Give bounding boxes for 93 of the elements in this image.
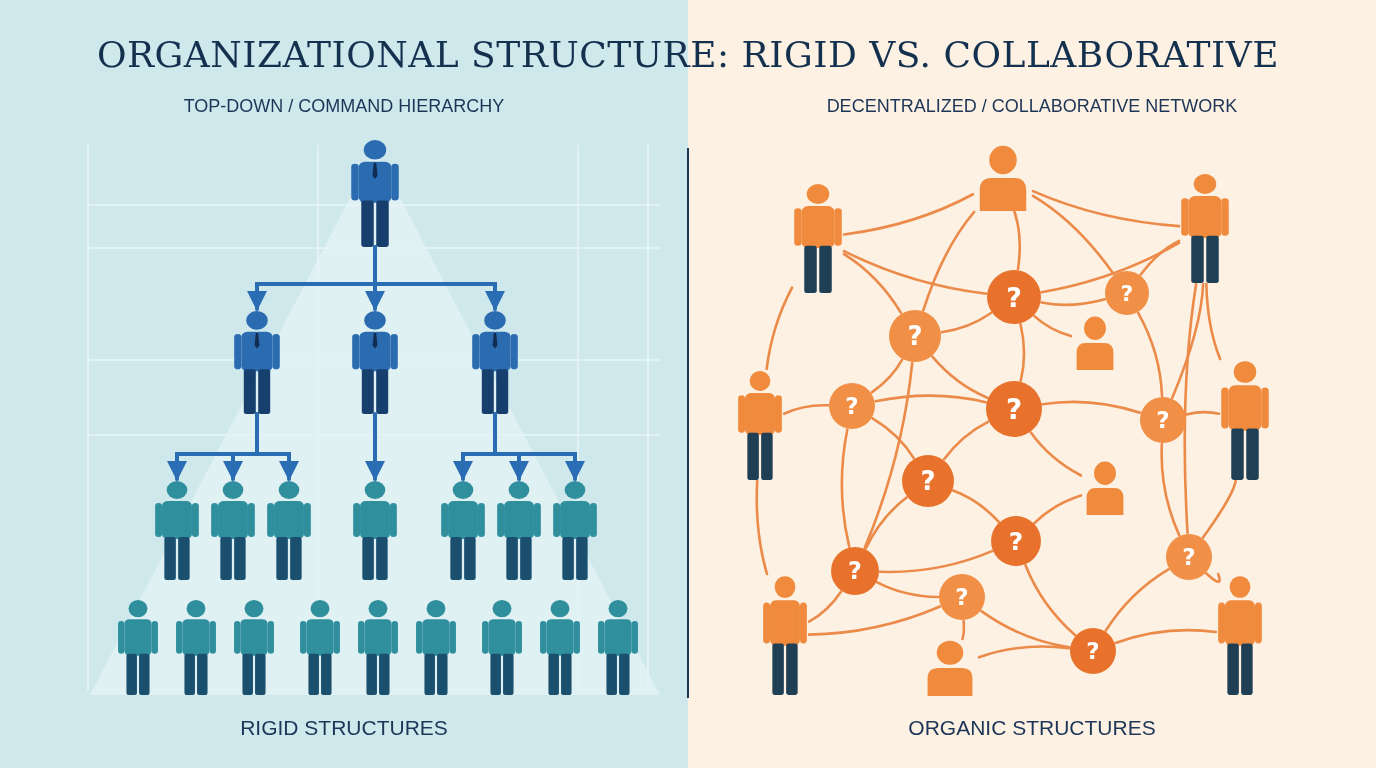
panel-heading: TOP-DOWN / COMMAND HIERARCHY	[183, 96, 505, 116]
title: ORGANIZATIONAL STRUCTURE: RIGID VS. COLLABORATIVE	[96, 34, 1280, 75]
panel-footer: ORGANIC STRUCTURES	[908, 716, 1156, 739]
connector-line	[1031, 189, 1181, 228]
connector-line	[782, 403, 830, 416]
connector-line	[961, 619, 966, 641]
connector-line	[807, 605, 942, 636]
arrow	[255, 412, 299, 481]
question-circle: ?	[889, 310, 941, 362]
connector-line	[1031, 194, 1116, 276]
person-icon	[762, 575, 808, 695]
person-icon	[471, 310, 519, 414]
connector-line	[1205, 572, 1221, 584]
person-icon	[1180, 173, 1230, 283]
connector-line	[1040, 297, 1107, 307]
person-icon	[415, 599, 457, 695]
arrow	[493, 412, 585, 481]
connector-line	[1024, 563, 1077, 637]
person-icon	[154, 480, 200, 580]
person-icon	[351, 310, 399, 414]
connector-line	[1040, 241, 1181, 294]
connector-line	[874, 394, 988, 404]
person-icon	[1220, 360, 1270, 480]
question-circle: ?	[987, 270, 1041, 324]
connector-line	[980, 609, 1071, 649]
connector-line	[922, 210, 976, 312]
connector-line	[765, 286, 794, 371]
connector-line	[1205, 282, 1222, 361]
connector-line	[1201, 479, 1237, 539]
question-circle: ?	[902, 455, 954, 507]
connector-line	[871, 417, 916, 460]
connector-line	[842, 192, 975, 236]
person-icon	[233, 310, 281, 414]
person-icon	[357, 599, 399, 695]
connector-line	[870, 358, 904, 394]
person-icon	[350, 139, 400, 247]
person-icon	[233, 599, 275, 695]
arrow	[365, 412, 385, 481]
person-icon	[1217, 575, 1263, 695]
connector-line	[951, 489, 1000, 524]
person-icon	[266, 480, 312, 580]
connector-line	[940, 311, 993, 334]
person-icon	[481, 599, 523, 695]
person-icon	[793, 183, 843, 293]
connector-line	[875, 581, 940, 599]
question-circle: ?	[939, 574, 985, 620]
connector-line	[863, 361, 914, 550]
person-icon	[117, 599, 159, 695]
connector-line	[807, 590, 843, 624]
person-icon	[496, 480, 542, 580]
connector-line	[1136, 311, 1164, 398]
connector-line	[842, 252, 903, 315]
connector-line	[842, 249, 988, 295]
connector-line	[1041, 400, 1142, 414]
connector-line	[942, 420, 990, 461]
person-icon	[552, 480, 598, 580]
panel-heading: DECENTRALIZED / COLLABORATIVE NETWORK	[826, 96, 1238, 116]
connector-line	[1013, 210, 1022, 271]
connector-line	[1170, 282, 1205, 400]
question-circle: ?	[1140, 397, 1186, 443]
panel-footer: RIGID STRUCTURES	[240, 716, 448, 739]
person-icon	[539, 599, 581, 695]
person-icon	[737, 370, 783, 480]
person-icon	[175, 599, 217, 695]
connector-line	[1033, 494, 1083, 525]
connector-line	[878, 549, 994, 574]
connector-line	[977, 645, 1071, 659]
connector-line	[755, 479, 769, 576]
question-circle: ?	[991, 516, 1041, 566]
question-circle: ?	[1070, 628, 1116, 674]
person-icon	[352, 480, 398, 580]
question-circle: ?	[831, 547, 879, 595]
question-circle: ?	[1166, 534, 1212, 580]
question-circle: ?	[986, 381, 1042, 437]
person-icon	[597, 599, 639, 695]
connector-line	[840, 428, 851, 548]
arrow	[373, 245, 505, 311]
connector-line	[1185, 410, 1221, 416]
connector-line	[1114, 628, 1218, 645]
connector-line	[931, 355, 989, 399]
connector-line	[1160, 442, 1181, 537]
connector-line	[1033, 314, 1073, 338]
connector-line	[1104, 568, 1170, 632]
person-icon	[440, 480, 486, 580]
connector-line	[864, 496, 908, 550]
person-icon	[210, 480, 256, 580]
connector-line	[1019, 322, 1026, 383]
question-circle: ?	[1105, 271, 1149, 315]
connector-line	[1139, 239, 1181, 276]
person-icon	[299, 599, 341, 695]
connector-line	[1029, 431, 1083, 477]
connector-line	[1183, 282, 1198, 535]
question-circle: ?	[829, 383, 875, 429]
